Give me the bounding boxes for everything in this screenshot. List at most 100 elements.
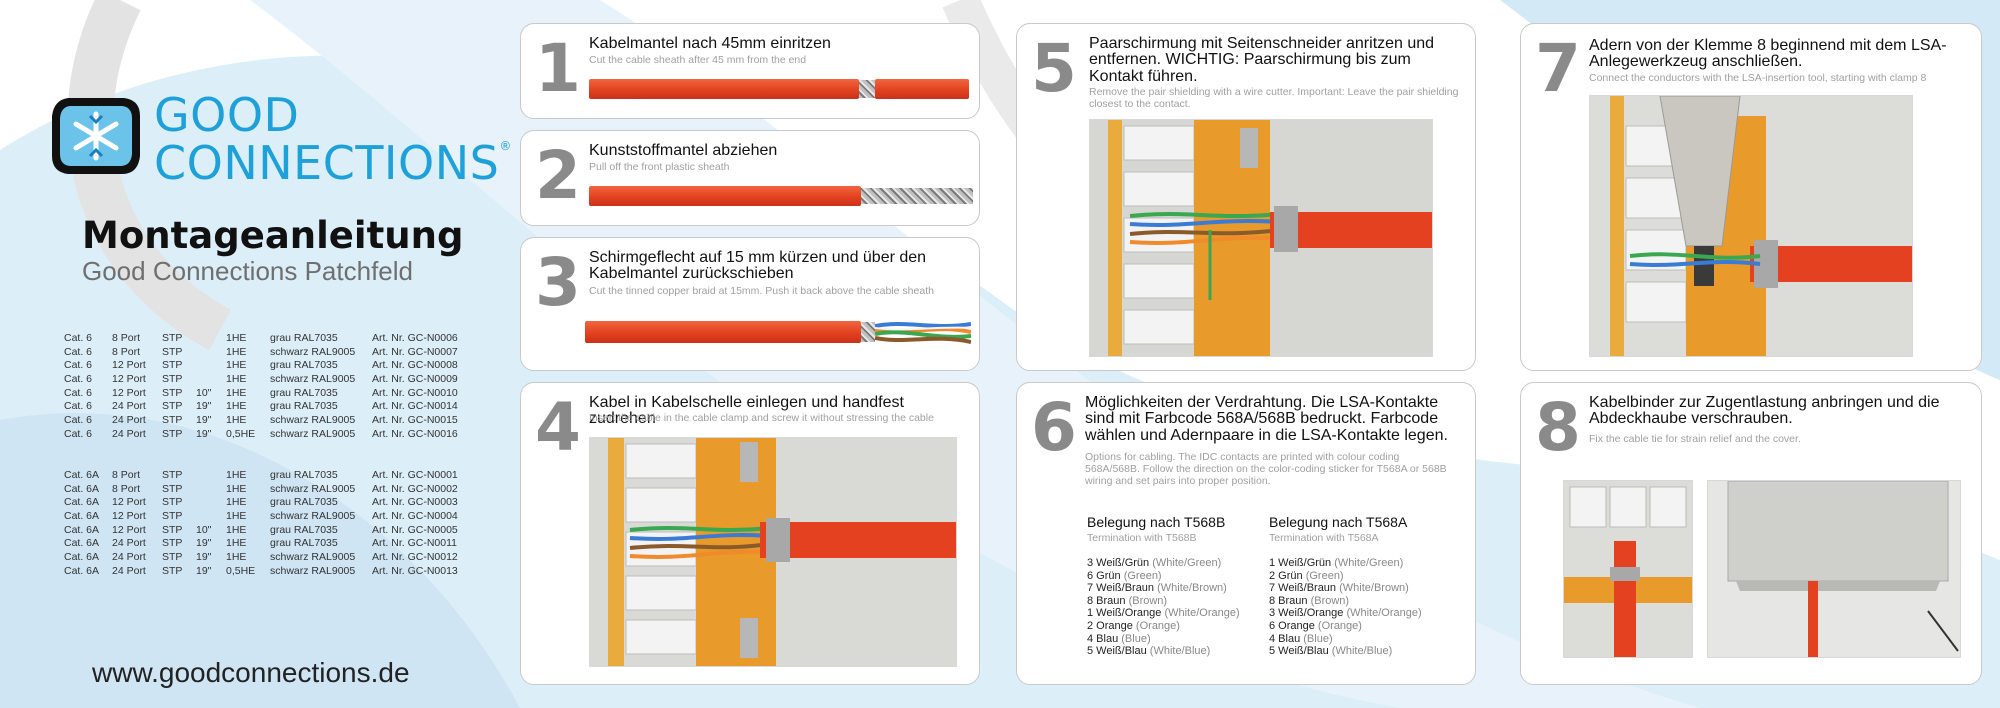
article-cell: schwarz RAL9005 bbox=[270, 372, 356, 385]
article-cell: schwarz RAL9005 bbox=[270, 550, 356, 563]
article-cell: schwarz RAL9005 bbox=[270, 345, 356, 358]
t568a-heading: Belegung nach T568A bbox=[1269, 514, 1408, 530]
brand-name-line2-text: CONNECTIONS bbox=[154, 136, 500, 190]
termination-en: (White/Orange) bbox=[1161, 607, 1240, 620]
step-card-6: 6 Möglichkeiten der Verdrahtung. Die LSA… bbox=[1016, 382, 1476, 685]
article-cell: STP bbox=[162, 331, 183, 344]
article-cell: schwarz RAL9005 bbox=[270, 564, 356, 577]
article-cell: Art. Nr. GC-N0009 bbox=[372, 372, 458, 385]
step-card-1: 1 Kabelmantel nach 45mm einritzen Cut th… bbox=[520, 23, 980, 119]
registered-mark: ® bbox=[499, 139, 512, 153]
article-cell: 19" bbox=[196, 564, 212, 577]
termination-de: 8 Braun bbox=[1269, 594, 1308, 607]
step-title: Möglichkeiten der Verdrahtung. Die LSA-K… bbox=[1085, 394, 1448, 444]
website-link[interactable]: www.goodconnections.de bbox=[92, 657, 410, 688]
step-number: 7 bbox=[1535, 30, 1581, 107]
article-cell: Art. Nr. GC-N0001 bbox=[372, 468, 458, 481]
step-title: Kabel in Kabelschelle einlegen und handf… bbox=[589, 394, 904, 428]
step-title: Kabelbinder zur Zugentlastung anbringen … bbox=[1589, 394, 1940, 428]
cover-photo bbox=[1707, 480, 1961, 658]
article-cell: STP bbox=[162, 372, 183, 385]
article-cell: Cat. 6A bbox=[64, 509, 100, 522]
article-cell: 12 Port bbox=[112, 523, 146, 536]
termination-item: 2 Orange (Orange) bbox=[1087, 620, 1240, 633]
article-cell: Art. Nr. GC-N0004 bbox=[372, 509, 458, 522]
article-cell: 1HE bbox=[226, 400, 247, 413]
article-cell: 1HE bbox=[226, 550, 247, 563]
article-cell: Cat. 6A bbox=[64, 523, 100, 536]
termination-item: 7 Weiß/Braun (White/Brown) bbox=[1269, 582, 1422, 595]
step-subtitle: Options for cabling. The IDC contacts ar… bbox=[1085, 451, 1447, 488]
article-cell: STP bbox=[162, 564, 183, 577]
article-cell: 12 Port bbox=[112, 359, 146, 372]
article-cell: Art. Nr. GC-N0011 bbox=[372, 537, 457, 550]
termination-en: (Blue) bbox=[1118, 632, 1151, 645]
step-title: Paarschirmung mit Seitenschneider anritz… bbox=[1089, 35, 1435, 85]
article-cell: Cat. 6 bbox=[64, 413, 93, 426]
article-cell: 12 Port bbox=[112, 496, 146, 509]
step-title: Kabelmantel nach 45mm einritzen bbox=[589, 35, 831, 52]
article-cell: grau RAL7035 bbox=[270, 359, 338, 372]
article-cell: STP bbox=[162, 523, 183, 536]
cable-image bbox=[589, 76, 969, 102]
article-cell: Art. Nr. GC-N0016 bbox=[372, 427, 458, 440]
article-cell: 24 Port bbox=[112, 550, 146, 563]
article-cell: STP bbox=[162, 509, 183, 522]
step-title: Kunststoffmantel abziehen bbox=[589, 142, 778, 159]
article-cell: 24 Port bbox=[112, 537, 146, 550]
article-cell bbox=[196, 482, 226, 496]
article-cell: 10" bbox=[196, 386, 212, 399]
termination-item: 5 Weiß/Blau (White/Blue) bbox=[1087, 645, 1240, 658]
article-cell: STP bbox=[162, 550, 183, 563]
brand-name-line1: GOOD bbox=[154, 88, 300, 142]
termination-de: 3 Weiß/Grün bbox=[1087, 557, 1150, 569]
article-cell: 19" bbox=[196, 427, 212, 440]
article-cell: 1HE bbox=[226, 537, 247, 550]
termination-item: 4 Blau (Blue) bbox=[1269, 633, 1422, 646]
t568b-list: 3 Weiß/Grün (White/Green)6 Grün (Green)7… bbox=[1087, 557, 1240, 658]
article-cell: 19" bbox=[196, 400, 212, 413]
article-cell: 1HE bbox=[226, 359, 247, 372]
article-cell: 1HE bbox=[226, 345, 247, 358]
termination-en: (White/Blue) bbox=[1146, 645, 1211, 658]
step-number: 6 bbox=[1031, 389, 1077, 466]
article-cell: grau RAL7035 bbox=[270, 523, 338, 536]
article-cell: 24 Port bbox=[112, 427, 146, 440]
termination-de: 1 Weiß/Grün bbox=[1269, 557, 1332, 569]
article-cell: 24 Port bbox=[112, 564, 146, 577]
termination-item: 6 Grün (Green) bbox=[1087, 570, 1240, 583]
cable-image bbox=[585, 312, 971, 352]
step-subtitle: Remove the pair shielding with a wire cu… bbox=[1089, 86, 1459, 111]
article-cell: STP bbox=[162, 427, 183, 440]
termination-item: 8 Braun (Brown) bbox=[1269, 595, 1422, 608]
article-cell: 1HE bbox=[226, 372, 247, 385]
termination-en: (White/Blue) bbox=[1328, 645, 1393, 658]
page-subtitle: Good Connections Patchfeld bbox=[82, 256, 413, 286]
article-cell: Cat. 6 bbox=[64, 331, 93, 344]
article-cell: Cat. 6A bbox=[64, 564, 100, 577]
article-cell: Cat. 6 bbox=[64, 345, 93, 358]
article-cell: 8 Port bbox=[112, 331, 141, 344]
termination-item: 4 Blau (Blue) bbox=[1087, 633, 1240, 646]
article-cell: 12 Port bbox=[112, 386, 146, 399]
article-cell: 12 Port bbox=[112, 372, 146, 385]
article-cell: 10" bbox=[196, 523, 212, 536]
article-cell: Art. Nr. GC-N0007 bbox=[372, 345, 458, 358]
pair-shielding-photo bbox=[1089, 119, 1433, 357]
step-card-8: 8 Kabelbinder zur Zugentlastung anbringe… bbox=[1520, 382, 1982, 685]
article-cell: Art. Nr. GC-N0008 bbox=[372, 359, 458, 372]
termination-de: 5 Weiß/Blau bbox=[1087, 645, 1147, 658]
article-cell bbox=[196, 495, 226, 509]
brand-name-line2: CONNECTIONS® bbox=[154, 140, 512, 186]
